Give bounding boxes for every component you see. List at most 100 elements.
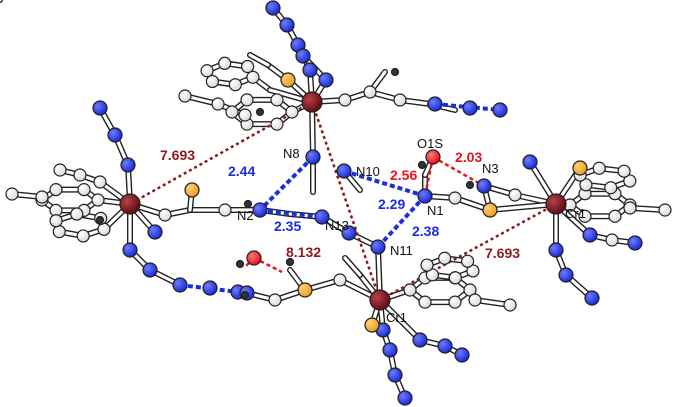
nitrogen-atom — [462, 100, 478, 116]
atom-label-n2: N2 — [237, 208, 254, 223]
carbon-atom — [579, 178, 593, 192]
nitrogen-atom — [147, 224, 163, 240]
contacts-layer — [129, 100, 557, 302]
carbon-atom — [623, 174, 637, 188]
carbon-atom — [240, 93, 254, 107]
hbond-n8-n2 — [258, 155, 315, 212]
nitrogen-atom — [295, 48, 311, 64]
atom-label-n13: N13 — [325, 218, 349, 233]
bond — [343, 256, 362, 277]
carbon-atom — [608, 209, 622, 223]
sulfur-atom — [364, 317, 380, 333]
carbon-atom — [658, 203, 672, 217]
atom-label-o1s: O1S — [417, 136, 443, 151]
nitrogen-atom — [279, 17, 295, 33]
carbon-atom — [205, 74, 219, 89]
nitrogen-atom — [476, 178, 492, 194]
nitrogen-atom — [107, 127, 123, 143]
carbon-atom — [503, 298, 517, 312]
nitrogen-atom — [584, 290, 600, 306]
distance-label-203: 2.03 — [455, 149, 482, 165]
atom-label-n1: N1 — [427, 203, 444, 218]
carbon-atom — [49, 214, 63, 228]
carbon-atom — [5, 187, 19, 201]
carbon-atom — [35, 190, 49, 204]
nitrogen-atom — [122, 242, 138, 258]
carbon-atom — [268, 293, 282, 307]
distance-label-229: 2.29 — [378, 196, 405, 212]
sulfur-atom — [297, 282, 313, 298]
carbon-atom — [363, 85, 377, 99]
crcr-contact-center — [310, 101, 382, 301]
carbon-atom — [448, 191, 462, 205]
carbon-atom — [158, 208, 172, 222]
atom-label-cr1-bottom: Cr1 — [386, 310, 407, 325]
carbon-atom — [73, 168, 87, 182]
carbon-atom — [218, 203, 232, 217]
nitrogen-atom — [412, 332, 428, 348]
carbon-atom — [53, 163, 67, 177]
carbon-atom — [52, 225, 66, 239]
nitrogen-atom — [265, 0, 281, 16]
sulfur-atom — [280, 72, 296, 88]
carbon-atom — [393, 93, 407, 107]
carbon-atom — [97, 222, 111, 236]
nitrogen-atom — [522, 154, 538, 170]
carbon-atom — [241, 59, 255, 74]
distance-label-238: 2.38 — [412, 223, 439, 239]
hydrogen-atom — [417, 160, 427, 170]
crcr-contact-left — [129, 100, 313, 206]
nitrogen-atom — [427, 96, 443, 112]
carbon-atom — [270, 117, 284, 131]
hydrogen-atom — [255, 107, 265, 117]
nitrogen-atom — [437, 338, 453, 354]
nitrogen-atom — [548, 242, 564, 258]
carbon-atom — [211, 97, 225, 111]
carbon-atom — [623, 201, 637, 215]
sulfur-atom — [572, 160, 588, 176]
carbon-atom — [225, 105, 239, 119]
nitrogen-atom — [314, 209, 330, 225]
carbon-atom — [403, 283, 417, 297]
carbon-atom — [93, 175, 107, 189]
nitrogen-atom — [370, 239, 386, 255]
chromium-atom — [545, 193, 567, 215]
nitrogen-atom — [172, 277, 188, 293]
nitrogen-atom — [336, 163, 352, 179]
nitrogen-atom — [582, 227, 598, 243]
hbond-n2-n13 — [259, 208, 323, 219]
hydrogen-atom — [235, 259, 245, 269]
distance-label-244: 2.44 — [228, 163, 255, 179]
hbond-o1s-n3 — [432, 155, 485, 188]
carbon-atom — [91, 193, 105, 207]
hbond-bottom-left — [179, 283, 239, 294]
carbon-atom — [508, 188, 522, 202]
sulfur-atom — [184, 182, 200, 198]
nitrogen-atom — [558, 267, 574, 283]
carbon-atom — [178, 89, 192, 103]
carbon-atom — [76, 229, 90, 243]
oxygen-atom — [425, 149, 441, 165]
nitrogen-atom — [387, 367, 403, 383]
sulfur-atom — [482, 202, 498, 218]
carbon-atom — [592, 161, 606, 175]
nitrogen-atom — [92, 100, 108, 116]
distance-label-8132: 8.132 — [286, 244, 321, 260]
atom-label-n8: N8 — [283, 146, 300, 161]
carbon-atom — [578, 209, 592, 223]
atoms-layer — [5, 0, 672, 406]
hydrogen-atom — [465, 180, 475, 190]
nitrogen-atom — [397, 390, 413, 406]
carbon-atom — [200, 64, 214, 78]
carbon-atom — [246, 70, 260, 84]
nitrogen-atom — [318, 72, 334, 88]
nitrogen-atom — [417, 188, 433, 204]
carbon-atom — [228, 78, 242, 92]
nitrogen-atom — [120, 157, 136, 173]
nitrogen-atom — [492, 102, 508, 118]
atom-label-n10: N10 — [356, 164, 380, 179]
distance-label-256: 2.56 — [390, 167, 417, 183]
oxygen-atom — [246, 250, 262, 266]
hbond-n10-n1 — [343, 169, 426, 198]
